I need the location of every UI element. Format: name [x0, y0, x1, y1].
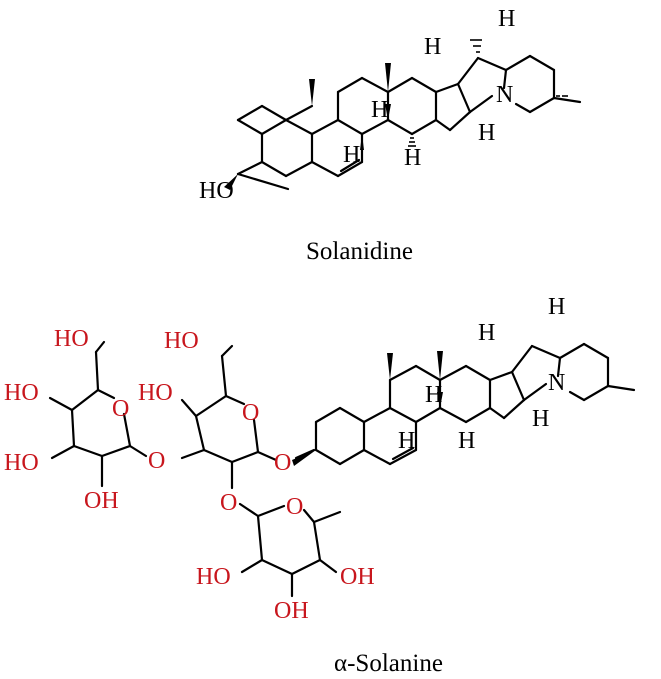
alpha-solanine-h-label-c20: H — [478, 320, 495, 346]
galactose-ring-o: O — [242, 400, 259, 426]
glucose-ho-c3: HO — [4, 450, 39, 476]
solanidine-h-label-c14: H — [404, 145, 421, 171]
alpha-solanine-glycosidic-o: O — [274, 450, 291, 476]
galactose-rhamnose-link-o: O — [220, 490, 237, 516]
alpha-solanine-n-label: N — [548, 370, 565, 396]
galactose-ho-c4: HO — [138, 380, 173, 406]
glucose-galactose-link-o: O — [148, 448, 165, 474]
solanidine-ho-label: HO — [199, 178, 234, 204]
solanidine-h-label-c20: H — [424, 34, 441, 60]
alpha-solanine-h-label-c16: H — [532, 406, 549, 432]
alpha-solanine-h-label-c22: H — [548, 294, 565, 320]
alpha-solanine-aglycone-bonds — [292, 342, 636, 466]
glucose-ring-o: O — [112, 396, 129, 422]
alpha-solanine-h-label-c14: H — [458, 428, 475, 454]
solanidine-structure: HO N H H H H H H — [199, 6, 582, 204]
alpha-solanine-h-label-c8: H — [425, 382, 442, 408]
rhamnose-ring-bonds — [240, 504, 342, 598]
glucose-ring-bonds — [48, 340, 132, 488]
solanidine-bonds — [236, 54, 556, 191]
galactose-ho-c6: HO — [164, 328, 199, 354]
alpha-solanine-structure: N H H H H H H O O HO HO O — [4, 294, 636, 624]
glucose-ho-c4: HO — [4, 380, 39, 406]
solanidine-caption: Solanidine — [306, 238, 413, 265]
rhamnose-ho-c2: HO — [196, 564, 231, 590]
solanidine-h-label-c22: H — [498, 6, 515, 32]
rhamnose-ring-o: O — [286, 494, 303, 520]
solanidine-n-label: N — [496, 82, 513, 108]
solanidine-h-label-c8: H — [371, 97, 388, 123]
rhamnose-oh-c3: OH — [274, 598, 309, 624]
galactose-ring-bonds — [180, 344, 260, 490]
alpha-solanine-h-label-c9: H — [398, 428, 415, 454]
rhamnose-oh-c4: OH — [340, 564, 375, 590]
glucose-ho-c6: HO — [54, 326, 89, 352]
alpha-solanine-caption: α-Solanine — [334, 650, 443, 677]
solanidine-stereo-bonds — [224, 39, 582, 190]
solanidine-h-label-c9: H — [343, 142, 360, 168]
glucose-oh-c2: OH — [84, 488, 119, 514]
alpha-solanine-linkage-bonds — [256, 448, 316, 462]
solanidine-h-label-c16: H — [478, 120, 495, 146]
